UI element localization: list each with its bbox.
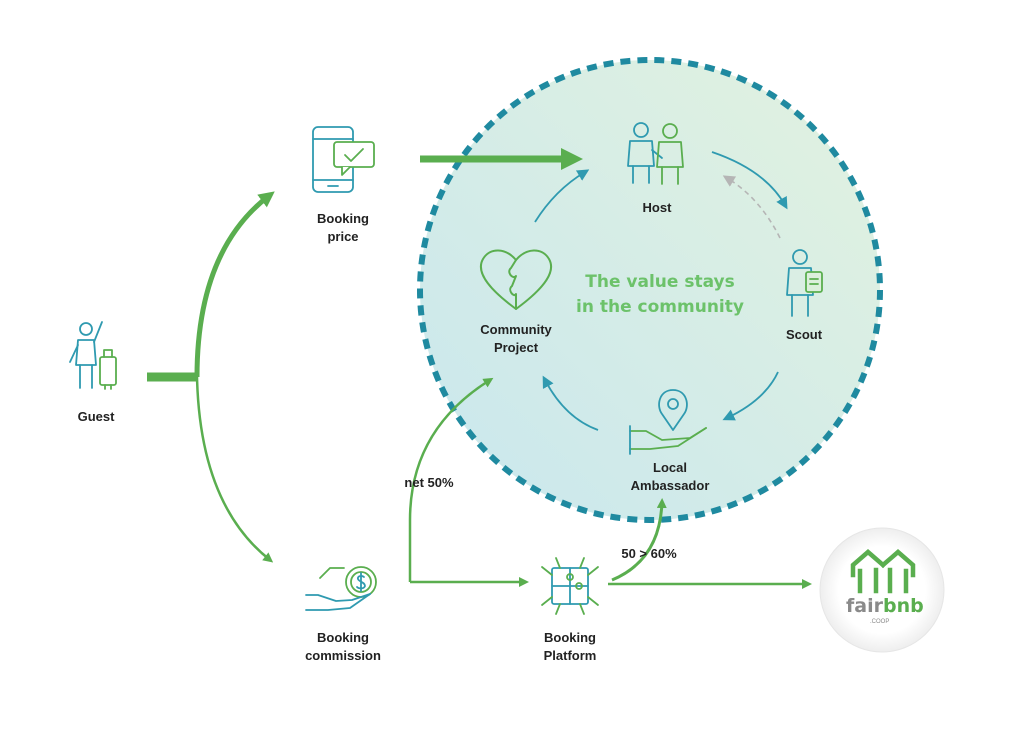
center-message: The value stays in the community bbox=[560, 270, 760, 320]
local-ambassador-label-line-1: Local bbox=[653, 460, 687, 475]
hosts-people-icon bbox=[627, 122, 684, 185]
fairbnb-coop-label: .COOP bbox=[870, 619, 890, 625]
local-percent-label: 50 > 60% bbox=[621, 546, 677, 561]
booking-commission-label: Booking commission bbox=[288, 629, 398, 665]
fairbnb-word-bnb: bnb bbox=[882, 595, 924, 617]
center-line-2: in the community bbox=[576, 297, 744, 317]
scout-clipboard-icon bbox=[786, 249, 823, 317]
community-project-label: Community Project bbox=[461, 321, 571, 357]
guest-label: Guest bbox=[77, 409, 115, 424]
community-project-label-line-2: Project bbox=[493, 340, 539, 355]
booking-price-label: Booking price bbox=[293, 210, 393, 246]
booking-price-label-line-1: Booking bbox=[317, 211, 369, 226]
scout-label: Scout bbox=[785, 327, 823, 342]
phone-check-icon bbox=[312, 126, 375, 193]
host-label: Host bbox=[642, 200, 672, 215]
arrow-net-to-project bbox=[408, 377, 494, 582]
booking-commission-label-line-1: Booking bbox=[317, 630, 369, 645]
local-ambassador-label-line-2: Ambassador bbox=[630, 478, 710, 493]
arrow-platform-to-ambassador bbox=[611, 498, 667, 582]
booking-platform-label-line-1: Booking bbox=[544, 630, 596, 645]
arrow-scout-to-ambassador bbox=[722, 371, 779, 421]
puzzle-network-icon bbox=[541, 557, 599, 615]
center-line-1: The value stays bbox=[585, 272, 735, 292]
arrow-project-to-host bbox=[534, 169, 590, 223]
local-ambassador-label: Local Ambassador bbox=[610, 459, 730, 495]
community-project-label-line-1: Community bbox=[480, 322, 552, 337]
booking-platform-label-line-2: Platform bbox=[543, 648, 597, 663]
arrow-guest-to-commission bbox=[195, 376, 274, 563]
net-percent-label: net 50% bbox=[404, 475, 454, 490]
arrow-host-to-scout bbox=[711, 151, 788, 210]
guest-luggage-icon bbox=[69, 321, 117, 390]
fairbnb-wordmark: fairbnb bbox=[846, 595, 924, 617]
booking-platform-label: Booking Platform bbox=[520, 629, 620, 665]
puzzle-heart-icon bbox=[479, 249, 553, 310]
community-circle bbox=[417, 57, 883, 523]
hand-coin-icon bbox=[305, 566, 377, 611]
hand-pin-icon bbox=[629, 389, 707, 455]
fairbnb-word-fair: fair bbox=[846, 595, 883, 617]
arrow-scout-to-host-dashed bbox=[722, 175, 781, 239]
arrow-ambassador-to-project bbox=[542, 375, 599, 431]
booking-commission-label-line-2: commission bbox=[305, 648, 381, 663]
fairbnb-houses-icon bbox=[850, 549, 916, 594]
fairbnb-logo bbox=[819, 527, 945, 653]
arrow-guest-to-price bbox=[194, 191, 275, 378]
booking-price-label-line-2: price bbox=[327, 229, 359, 244]
